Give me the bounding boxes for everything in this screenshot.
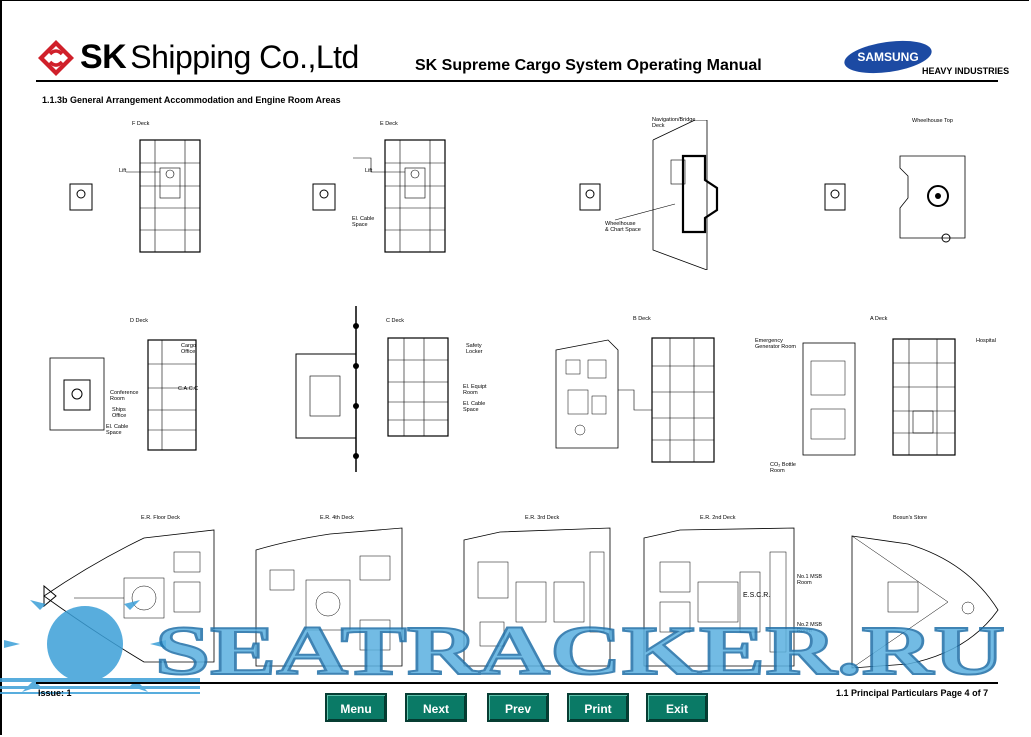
- wheelhouse-top-label: Wheelhouse Top: [912, 118, 953, 124]
- next-button[interactable]: Next: [405, 693, 467, 722]
- wheelhouse-chart-label: Wheelhouse & Chart Space: [605, 221, 641, 233]
- footer-rule: [36, 682, 998, 684]
- partner-subtitle: HEAVY INDUSTRIES: [922, 66, 1010, 76]
- sk-logo-icon: [38, 40, 74, 76]
- issue-label: Issue: 1: [38, 688, 72, 698]
- cargo-office-label: Cargo Office: [181, 343, 196, 355]
- e-deck-cable-label: El. Cable Space: [352, 216, 375, 228]
- hospital-label: Hospital: [976, 338, 996, 344]
- a-deck-label: A Deck: [870, 316, 888, 322]
- prev-button[interactable]: Prev: [487, 693, 549, 722]
- page-reference: 1.1 Principal Particulars Page 4 of 7: [836, 688, 989, 698]
- bosun-store-label: Bosun's Store: [893, 515, 928, 521]
- document-title: SK Supreme Cargo System Operating Manual: [415, 57, 762, 74]
- b-deck-drawing: [555, 337, 715, 463]
- cacc-label: C.A.C.C: [178, 386, 199, 392]
- section-title: 1.1.3b General Arrangement Accommodation…: [42, 95, 341, 105]
- exit-button[interactable]: Exit: [646, 693, 708, 722]
- emergency-gen-label: Emergency Generator Room: [755, 338, 796, 350]
- nav-bridge-drawing: [579, 120, 719, 270]
- c-deck-label: C Deck: [386, 318, 405, 324]
- el-equipt-room-label: El. Equipt Room: [463, 384, 487, 396]
- escr-label: E.S.C.R.: [743, 592, 771, 599]
- samsung-logo-icon: SAMSUNG: [844, 40, 932, 74]
- a-deck-drawing: [802, 338, 956, 456]
- header-rule: [36, 80, 998, 82]
- bosun-store-drawing: [851, 535, 999, 669]
- samsung-logo-text: SAMSUNG: [857, 50, 918, 64]
- c-deck-drawing: [295, 306, 449, 472]
- e-deck-drawing: [312, 139, 446, 253]
- msb2-label: No.2 MSB Room: [797, 622, 823, 634]
- c-deck-cable-label: El. Cable Space: [463, 401, 486, 413]
- f-deck-drawing: [69, 139, 201, 253]
- d-deck-label: D Deck: [130, 318, 149, 324]
- nav-bridge-label: Navigation/Bridge Deck: [652, 117, 696, 129]
- er-3rd-label: E.R. 3rd Deck: [525, 515, 560, 521]
- wheelhouse-top-drawing: [824, 155, 966, 243]
- er-floor-label: E.R. Floor Deck: [141, 515, 180, 521]
- er-4th-drawing: [255, 527, 403, 667]
- ships-office-label: Ships Office: [112, 407, 127, 419]
- e-deck-label: E Deck: [380, 121, 398, 127]
- er-4th-label: E.R. 4th Deck: [320, 515, 354, 521]
- f-deck-label: F Deck: [132, 121, 150, 127]
- f-deck-lift-label: Lift: [119, 168, 127, 174]
- menu-button[interactable]: Menu: [325, 693, 387, 722]
- er-2nd-label: E.R. 2nd Deck: [700, 515, 736, 521]
- b-deck-label: B Deck: [633, 316, 651, 322]
- er-2nd-drawing: [643, 527, 795, 667]
- print-button[interactable]: Print: [567, 693, 629, 722]
- e-deck-lift-label: Lift: [365, 168, 373, 174]
- er-3rd-drawing: [463, 527, 611, 667]
- d-deck-drawing: [49, 339, 197, 451]
- msb1-label: No.1 MSB Room: [797, 574, 823, 586]
- co2-room-label: CO₂ Bottle Room: [770, 462, 796, 474]
- conference-room-label: Conference Room: [110, 390, 139, 402]
- safety-locker-label: Safety Locker: [466, 343, 483, 355]
- er-floor-drawing: [43, 529, 215, 663]
- d-deck-cable-label: El. Cable Space: [106, 424, 129, 436]
